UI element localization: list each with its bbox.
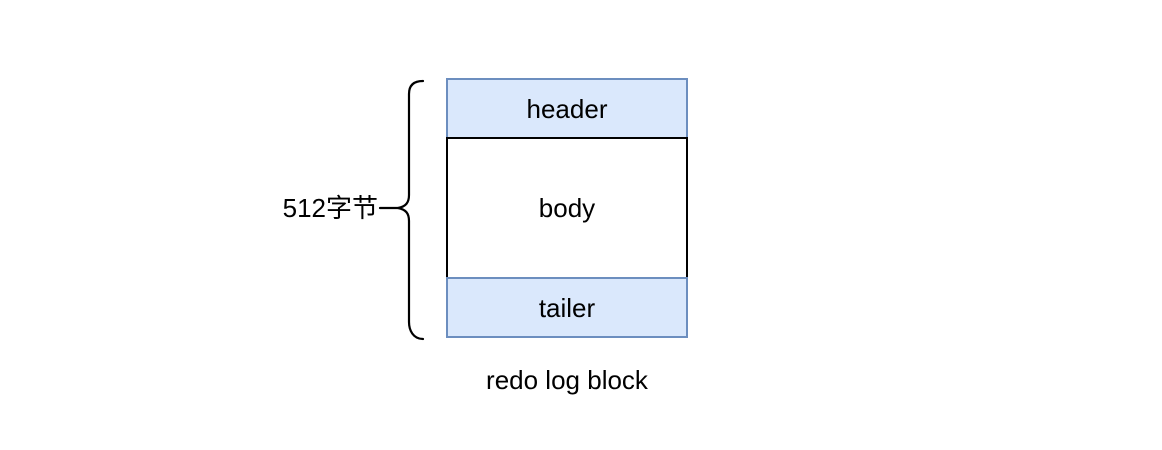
section-tailer: tailer xyxy=(446,277,688,338)
curly-brace-icon xyxy=(378,79,425,341)
section-header: header xyxy=(446,78,688,139)
section-header-label: header xyxy=(526,93,608,124)
section-tailer-label: tailer xyxy=(538,292,596,323)
diagram-caption: redo log block xyxy=(486,365,648,395)
section-body: body xyxy=(446,137,688,279)
size-label: 512字节 xyxy=(282,193,378,223)
section-body-label: body xyxy=(538,193,596,223)
